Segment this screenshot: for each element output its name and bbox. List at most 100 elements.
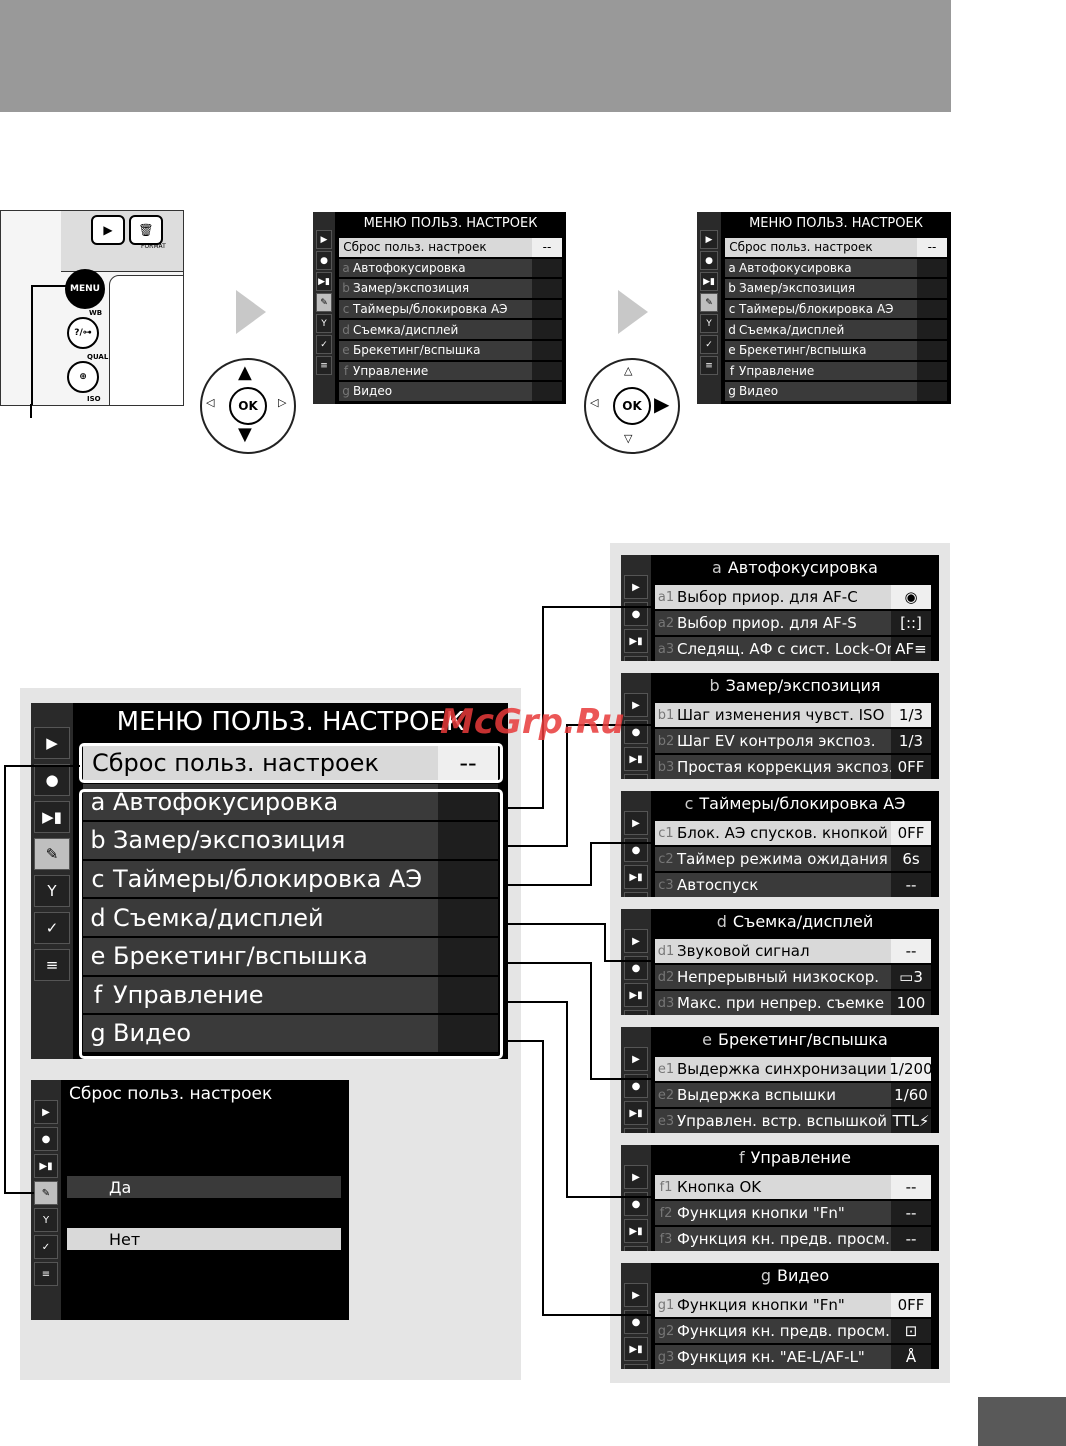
yes-option[interactable]: Да <box>67 1176 341 1198</box>
pencil-icon[interactable]: ✎ <box>34 838 70 870</box>
movie-icon[interactable]: ▶▮ <box>624 1337 648 1361</box>
pencil-icon[interactable]: ✎ <box>624 1128 648 1133</box>
movie-icon[interactable]: ▶▮ <box>624 865 648 889</box>
wrench-icon[interactable]: Y <box>34 875 70 907</box>
movie-icon[interactable]: ▶▮ <box>624 983 648 1007</box>
camera-icon[interactable]: ● <box>316 251 332 270</box>
play-icon[interactable]: ▶ <box>34 1100 58 1124</box>
recent-settings-icon[interactable]: ≡ <box>34 949 70 981</box>
movie-icon[interactable]: ▶▮ <box>624 629 648 653</box>
pencil-icon[interactable]: ✎ <box>34 1181 58 1205</box>
movie-icon[interactable]: ▶▮ <box>624 747 648 771</box>
zoom-in-icon[interactable]: ⊕ <box>67 361 99 393</box>
pencil-icon[interactable]: ✎ <box>624 656 648 661</box>
reset-menu-item[interactable]: Сброс польз. настроек-- <box>339 238 562 257</box>
movie-icon[interactable]: ▶▮ <box>700 272 718 291</box>
pencil-icon[interactable]: ✎ <box>700 293 718 312</box>
wrench-icon[interactable]: Y <box>34 1208 58 1232</box>
camera-icon[interactable]: ● <box>34 1127 58 1151</box>
multi-selector-up-down[interactable]: OK ▲ ▼ ◁ ▷ <box>200 358 296 454</box>
pencil-icon[interactable]: ✎ <box>316 293 332 312</box>
pencil-icon[interactable]: ✎ <box>624 774 648 779</box>
movie-icon[interactable]: ▶▮ <box>34 801 70 833</box>
play-icon[interactable]: ▶ <box>316 230 332 249</box>
retouch-icon[interactable]: ✓ <box>34 912 70 944</box>
help-protect-button[interactable]: ?/⊶ <box>67 317 99 349</box>
recent-settings-icon[interactable]: ≡ <box>700 356 718 375</box>
ok-button[interactable]: OK <box>229 387 267 425</box>
retouch-icon[interactable]: ✓ <box>700 335 718 354</box>
pencil-icon[interactable]: ✎ <box>624 1246 648 1251</box>
movie-icon[interactable]: ▶▮ <box>34 1154 58 1178</box>
pencil-icon[interactable]: ✎ <box>624 1010 648 1015</box>
recent-settings-icon[interactable]: ≡ <box>316 356 332 375</box>
movie-icon[interactable]: ▶▮ <box>624 1219 648 1243</box>
play-icon[interactable]: ▶ <box>624 693 648 717</box>
recent-settings-icon[interactable]: ≡ <box>34 1262 58 1286</box>
multi-selector-right[interactable]: OK △ ▽ ◁ ▶ <box>584 358 680 454</box>
camera-icon[interactable]: ● <box>700 251 718 270</box>
retouch-icon[interactable]: ✓ <box>34 1235 58 1259</box>
no-option[interactable]: Нет <box>67 1228 341 1250</box>
movie-icon[interactable]: ▶▮ <box>316 272 332 291</box>
wrench-icon[interactable]: Y <box>700 314 718 333</box>
menu-button[interactable]: MENU <box>65 269 105 309</box>
play-icon[interactable]: ▶ <box>624 929 648 953</box>
camera-icon[interactable]: ● <box>34 764 70 796</box>
reset-menu-item[interactable]: Сброс польз. настроек-- <box>83 745 498 782</box>
play-icon[interactable]: ▶ <box>624 1047 648 1071</box>
movie-icon[interactable]: ▶▮ <box>624 1101 648 1125</box>
pencil-icon[interactable]: ✎ <box>624 892 648 897</box>
play-icon[interactable]: ▶ <box>700 230 718 249</box>
play-icon[interactable]: ▶ <box>34 727 70 759</box>
retouch-icon[interactable]: ✓ <box>316 335 332 354</box>
play-icon[interactable]: ▶ <box>624 1283 648 1307</box>
play-icon[interactable]: ▶ <box>624 811 648 835</box>
reset-menu-item[interactable]: Сброс польз. настроек-- <box>725 238 947 257</box>
ok-button[interactable]: OK <box>613 387 651 425</box>
pencil-icon[interactable]: ✎ <box>624 1364 648 1369</box>
play-icon[interactable]: ▶ <box>624 1165 648 1189</box>
wrench-icon[interactable]: Y <box>316 314 332 333</box>
